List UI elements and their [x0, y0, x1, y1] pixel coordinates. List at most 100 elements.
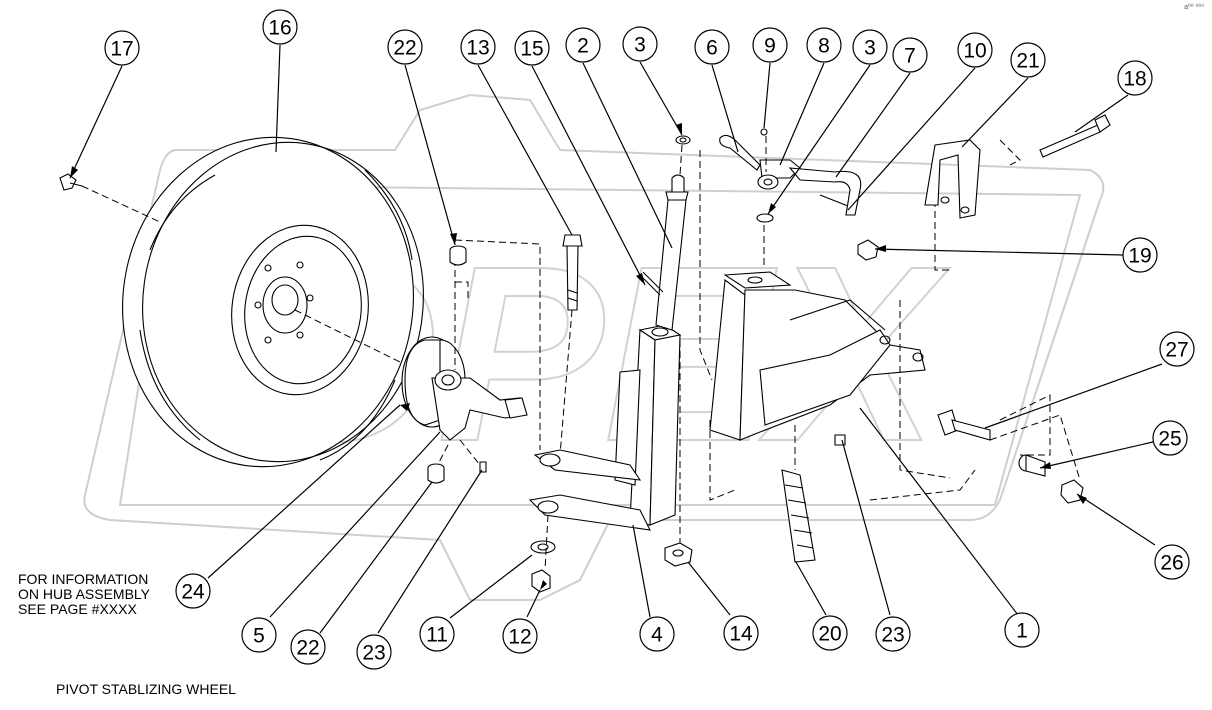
leader-lines — [69, 44, 1163, 634]
nut-19 — [857, 239, 879, 261]
callout-circle — [723, 615, 759, 651]
pivot-mast — [528, 324, 682, 531]
callout-number: 10 — [963, 40, 986, 63]
callout-22: 22 — [290, 629, 326, 665]
callout-circle — [356, 634, 392, 670]
spacer-25 — [1018, 454, 1046, 477]
callout-number: 22 — [296, 637, 319, 660]
callout-circle — [262, 9, 298, 45]
callout-18: 18 — [1117, 60, 1153, 96]
bolt-18 — [1039, 114, 1111, 158]
callout-3: 3 — [622, 26, 658, 62]
nut-12 — [531, 569, 551, 593]
callout-15: 15 — [514, 30, 550, 66]
callout-circle — [875, 616, 911, 652]
callout-12: 12 — [502, 618, 538, 654]
callout-3: 3 — [852, 29, 888, 65]
washer-11 — [530, 540, 556, 554]
callout-number: 6 — [706, 37, 718, 60]
hub-info-note: FOR INFORMATION ON HUB ASSEMBLY SEE PAGE… — [18, 572, 150, 617]
callout-number: 3 — [634, 34, 646, 57]
callout-circle — [502, 618, 538, 654]
callout-circle — [892, 37, 928, 73]
callout-4: 4 — [639, 616, 675, 652]
callout-9: 9 — [752, 27, 788, 63]
callout-number: 25 — [1158, 428, 1181, 451]
callout-circle — [1004, 612, 1040, 648]
callout-23: 23 — [356, 634, 392, 670]
callout-2: 2 — [565, 27, 601, 63]
callout-circle — [241, 617, 277, 653]
callout-number: 22 — [393, 37, 416, 60]
callout-5: 5 — [241, 617, 277, 653]
locking-handle — [719, 128, 862, 216]
washer-3-top — [675, 135, 691, 145]
callout-number: 24 — [181, 581, 205, 604]
callout-7: 7 — [892, 37, 928, 73]
callout-number: 19 — [1128, 245, 1151, 268]
callout-number: 3 — [864, 37, 876, 60]
callout-number: 15 — [520, 38, 543, 61]
callout-number: 11 — [426, 624, 448, 647]
callout-circle — [957, 32, 993, 68]
nut-26 — [1060, 479, 1084, 504]
callout-19: 19 — [1122, 237, 1158, 273]
callout-circle — [1152, 420, 1188, 456]
callout-circle — [104, 30, 140, 66]
callout-1: 1 — [1004, 612, 1040, 648]
callout-10: 10 — [957, 32, 993, 68]
callout-number: 20 — [818, 623, 841, 646]
callout-17: 17 — [104, 30, 140, 66]
callout-16: 16 — [262, 9, 298, 45]
callout-21: 21 — [1010, 42, 1046, 78]
callout-circle — [419, 616, 455, 652]
note-line-3: SEE PAGE #XXXX — [18, 601, 137, 617]
callout-number: 26 — [1160, 552, 1183, 575]
hub-assembly — [401, 336, 528, 441]
callout-circle — [1117, 60, 1153, 96]
spring-20 — [781, 469, 816, 563]
main-frame — [709, 271, 926, 441]
callout-number: 8 — [818, 35, 830, 58]
callout-number: 13 — [466, 37, 489, 60]
callout-circle — [639, 616, 675, 652]
callout-number: 27 — [1165, 339, 1188, 362]
bushing-22-top — [449, 245, 467, 266]
callout-14: 14 — [723, 615, 759, 651]
callout-number: 18 — [1123, 68, 1146, 91]
bolt-13 — [562, 234, 583, 311]
callout-number: 14 — [729, 623, 753, 646]
callout-11: 11 — [419, 616, 455, 652]
note-line-1: FOR INFORMATION — [18, 571, 149, 587]
callout-circle — [1122, 237, 1158, 273]
callout-circle — [514, 30, 550, 66]
callout-number: 7 — [904, 45, 916, 68]
diagram-title: PIVOT STABLIZING WHEEL — [56, 681, 236, 697]
callout-circle — [1159, 331, 1195, 367]
callout-13: 13 — [460, 29, 496, 65]
callout-number: 12 — [508, 626, 531, 649]
callout-27: 27 — [1159, 331, 1195, 367]
callout-6: 6 — [694, 29, 730, 65]
note-line-2: ON HUB ASSEMBLY — [18, 586, 151, 602]
callout-number: 2 — [577, 35, 589, 58]
callout-circle — [752, 27, 788, 63]
callout-number: 23 — [362, 642, 385, 665]
washer-3-right — [756, 213, 774, 223]
callout-number: 9 — [764, 35, 776, 58]
callout-circle — [565, 27, 601, 63]
wheel-tire — [122, 136, 424, 468]
callout-number: 17 — [110, 38, 133, 61]
bushing-22-bottom — [427, 463, 445, 484]
callout-8: 8 — [806, 27, 842, 63]
nut-14 — [664, 542, 693, 567]
bracket-21 — [924, 139, 981, 219]
callout-number: 1 — [1016, 620, 1028, 643]
callout-circle — [460, 29, 496, 65]
callout-26: 26 — [1154, 544, 1190, 580]
callout-circle — [1010, 42, 1046, 78]
callout-24: 24 — [175, 573, 211, 609]
callout-circle — [175, 573, 211, 609]
